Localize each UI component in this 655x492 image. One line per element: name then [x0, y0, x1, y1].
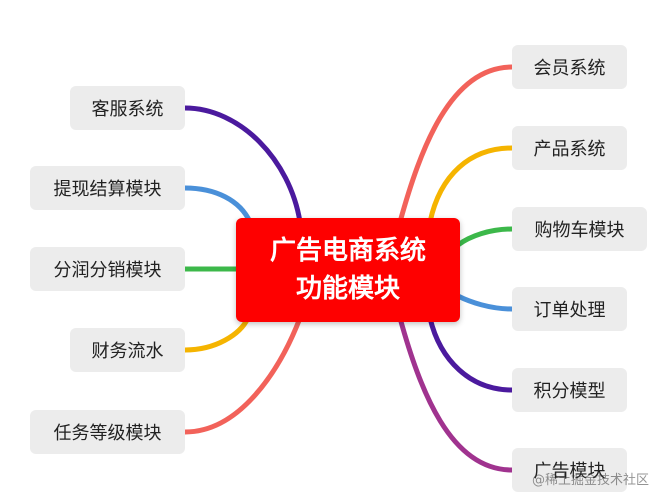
node-label: 购物车模块 — [534, 220, 625, 241]
node-label: 分润分销模块 — [53, 260, 162, 281]
node-label: 会员系统 — [533, 58, 606, 79]
node-fenrun[interactable]: 分润分销模块 — [30, 247, 185, 291]
connector-chanpin — [427, 145, 515, 225]
node-guanggao[interactable]: 广告模块 — [512, 448, 627, 492]
node-label: 提现结算模块 — [53, 179, 162, 200]
node-label: 产品系统 — [533, 139, 606, 160]
connector-renwu — [182, 315, 303, 435]
node-renwu[interactable]: 任务等级模块 — [30, 410, 185, 454]
node-jifen[interactable]: 积分模型 — [512, 368, 627, 412]
node-tixian[interactable]: 提现结算模块 — [30, 166, 185, 210]
connector-dingdan — [455, 293, 515, 312]
node-chanpin[interactable]: 产品系统 — [512, 126, 627, 170]
center-title-line1: 广告电商系统 — [269, 236, 426, 266]
node-label: 订单处理 — [533, 300, 606, 321]
center-title-line2: 功能模块 — [295, 274, 400, 304]
node-label: 广告模块 — [533, 461, 606, 482]
center-node[interactable]: 广告电商系统 功能模块 — [236, 218, 460, 322]
connector-kefu — [182, 105, 303, 225]
connector-tixian — [182, 185, 253, 225]
node-label: 财务流水 — [91, 341, 164, 362]
node-kefu[interactable]: 客服系统 — [70, 86, 185, 130]
watermark: @稀土掘金技术社区 — [531, 473, 649, 488]
node-label: 积分模型 — [533, 381, 606, 402]
node-label: 客服系统 — [91, 99, 164, 120]
connector-guanggao — [397, 315, 515, 473]
connector-gouwuche — [455, 226, 515, 248]
node-huiyuan[interactable]: 会员系统 — [512, 45, 627, 89]
connector-jifen — [427, 315, 515, 393]
node-label: 任务等级模块 — [53, 423, 162, 444]
node-dingdan[interactable]: 订单处理 — [512, 287, 627, 331]
node-gouwuche[interactable]: 购物车模块 — [512, 207, 647, 251]
connector-huiyuan — [397, 64, 515, 225]
connector-caiwu — [182, 315, 251, 353]
node-caiwu[interactable]: 财务流水 — [70, 328, 185, 372]
